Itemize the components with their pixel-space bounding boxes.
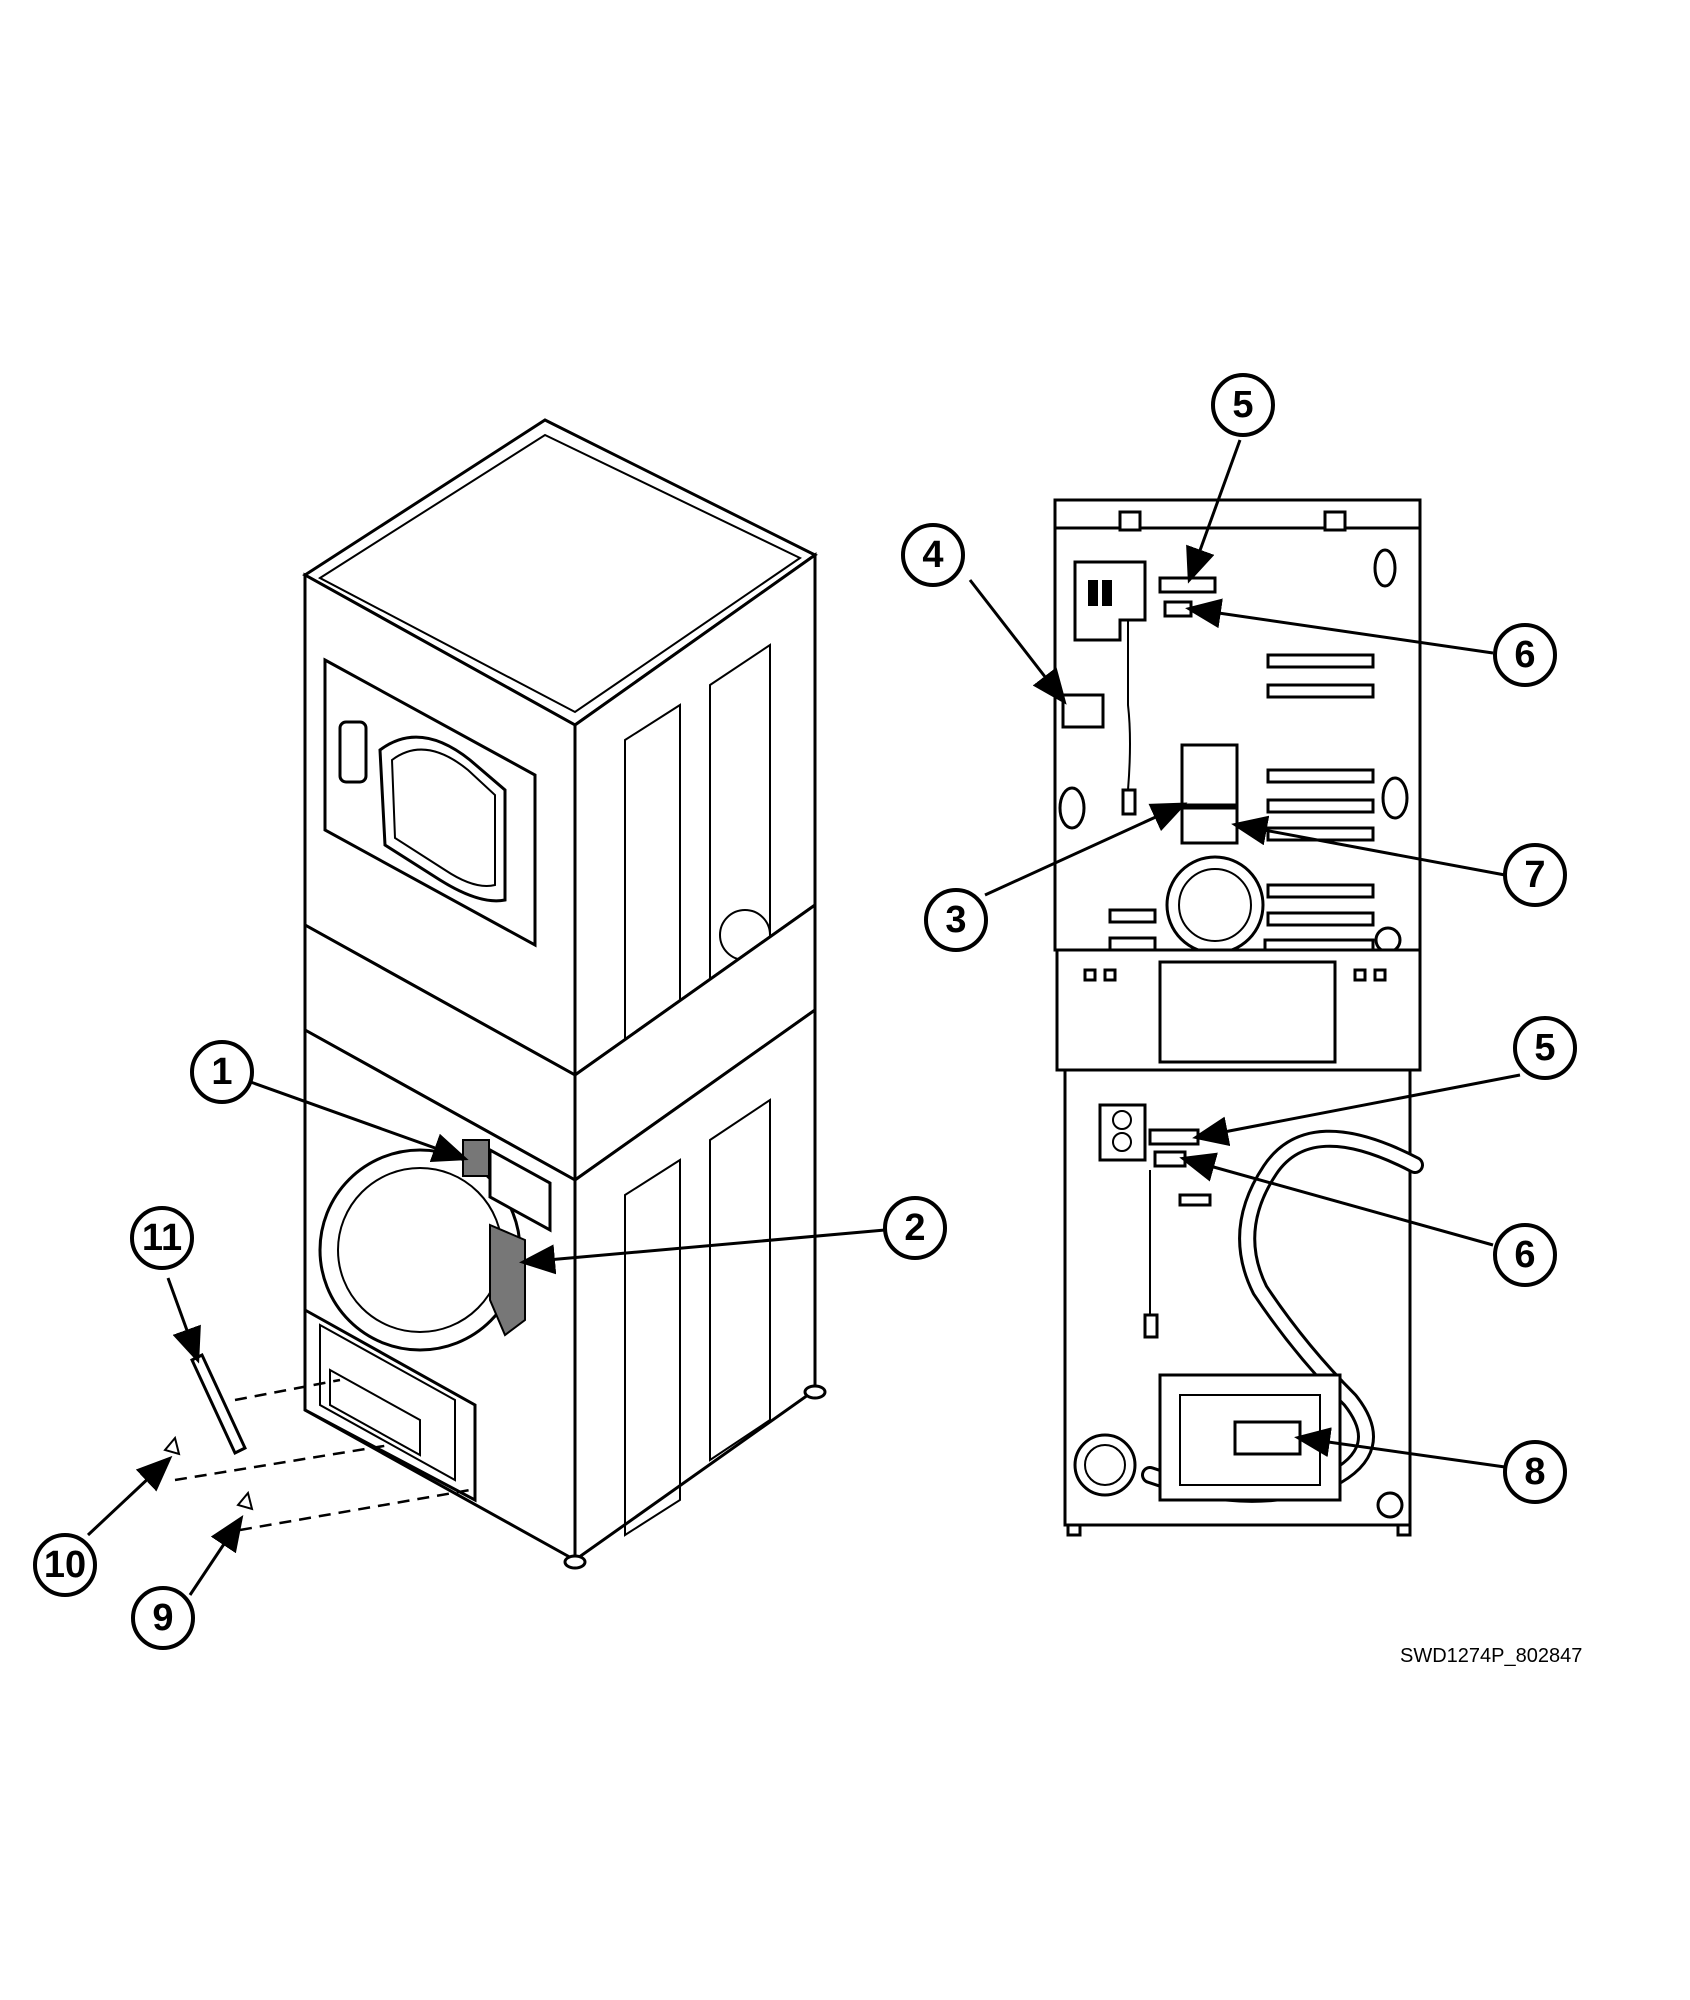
label-5-dryer xyxy=(1158,576,1217,594)
callout-9-label: 9 xyxy=(152,1597,173,1639)
callout-2: 2 xyxy=(883,1196,947,1260)
label-7 xyxy=(1180,806,1239,845)
rear-view xyxy=(1053,498,1424,1537)
removed-panel-strip xyxy=(190,1352,247,1456)
callout-6-washer: 6 xyxy=(1493,1223,1557,1287)
screw-9 xyxy=(236,1490,254,1511)
label-1-area xyxy=(462,1139,490,1177)
screw-10 xyxy=(163,1435,181,1456)
callout-5-washer-label: 5 xyxy=(1534,1027,1555,1069)
label-5-washer xyxy=(1148,1128,1200,1146)
callout-5-dryer: 5 xyxy=(1211,373,1275,437)
callout-10-label: 10 xyxy=(44,1544,86,1586)
callout-4-label: 4 xyxy=(922,534,943,576)
callout-3-label: 3 xyxy=(945,899,966,941)
callout-11: 11 xyxy=(130,1206,194,1270)
leader-lines xyxy=(86,439,1521,1596)
label-4 xyxy=(1061,693,1105,729)
washer-door-handle xyxy=(489,1223,526,1337)
callout-7: 7 xyxy=(1503,843,1567,907)
callout-9: 9 xyxy=(131,1586,195,1650)
callout-8-label: 8 xyxy=(1524,1451,1545,1493)
washer-control-panel xyxy=(488,1147,552,1233)
callout-5-dryer-label: 5 xyxy=(1232,384,1253,426)
dryer-door-window xyxy=(378,735,507,903)
callout-6-washer-label: 6 xyxy=(1514,1234,1535,1276)
callout-4: 4 xyxy=(901,523,965,587)
callout-1: 1 xyxy=(190,1040,254,1104)
dryer-vents xyxy=(1108,653,1375,954)
dryer-door-handle xyxy=(338,720,368,784)
label-6-washer xyxy=(1153,1150,1187,1168)
callout-6-dryer: 6 xyxy=(1493,623,1557,687)
callout-2-label: 2 xyxy=(904,1207,925,1249)
reference-code: SWD1274P_802847 xyxy=(1400,1645,1582,1667)
label-8 xyxy=(1233,1420,1302,1456)
callout-5-washer: 5 xyxy=(1513,1016,1577,1080)
callout-7-label: 7 xyxy=(1524,854,1545,896)
callout-6-dryer-label: 6 xyxy=(1514,634,1535,676)
callout-10: 10 xyxy=(33,1533,97,1597)
label-3 xyxy=(1180,743,1239,807)
label-6-dryer xyxy=(1163,600,1193,618)
front-view xyxy=(163,418,827,1570)
dryer-exhaust xyxy=(1165,855,1265,955)
callout-11-label: 11 xyxy=(142,1217,182,1259)
dryer-top-edge xyxy=(1053,498,1422,530)
washer-kickplate xyxy=(303,1307,477,1503)
callout-8: 8 xyxy=(1503,1440,1567,1504)
callout-3: 3 xyxy=(924,888,988,952)
callout-1-label: 1 xyxy=(211,1051,232,1093)
